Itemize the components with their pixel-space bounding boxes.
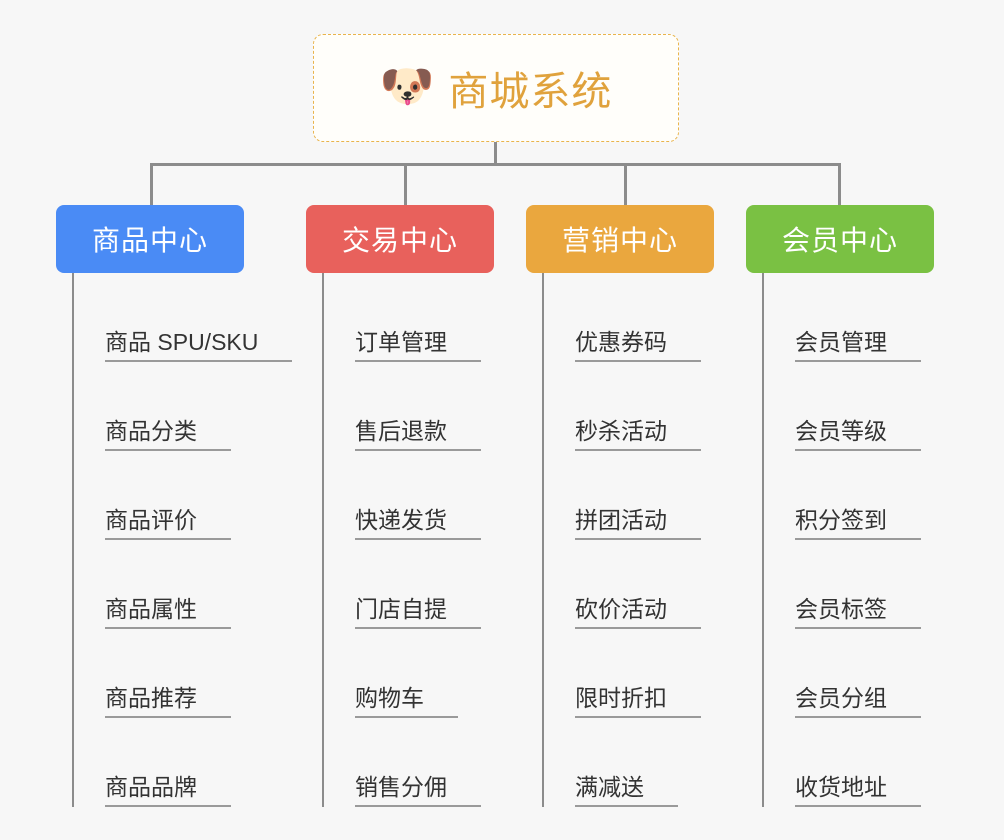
leaf-item[interactable]: 商品推荐 (72, 629, 287, 718)
leaf-item[interactable]: 快递发货 (322, 451, 537, 540)
leaf-item-label: 砍价活动 (575, 596, 701, 629)
category-label: 营销中心 (561, 225, 678, 256)
leaf-item-label: 会员标签 (795, 596, 921, 629)
connector-horizontal-bus (150, 163, 841, 166)
shiba-dog-face-icon: 🐶 (379, 62, 435, 111)
leaf-item[interactable]: 门店自提 (322, 540, 537, 629)
leaf-item[interactable]: 售后退款 (322, 362, 537, 451)
leaf-item-label: 售后退款 (355, 418, 481, 451)
leaf-item-label: 秒杀活动 (575, 418, 701, 451)
connector-drop-marketing-center (624, 163, 627, 205)
leaf-item-label: 优惠券码 (575, 329, 701, 362)
leaf-column-marketing-center: 优惠券码秒杀活动拼团活动砍价活动限时折扣满减送 (542, 273, 757, 807)
leaf-column-product-center: 商品 SPU/SKU 商品分类商品评价商品属性商品推荐商品品牌 (72, 273, 293, 807)
leaf-item[interactable]: 商品评价 (72, 451, 287, 540)
leaf-item-label: 订单管理 (355, 329, 481, 362)
leaf-item[interactable]: 收货地址 (762, 718, 977, 807)
category-box-member-center[interactable]: 会员中心 (746, 205, 934, 273)
connector-drop-product-center (150, 163, 153, 205)
leaf-spine-marketing-center (542, 273, 544, 807)
leaf-item-label: 商品推荐 (105, 685, 231, 718)
leaf-column-trade-center: 订单管理售后退款快递发货门店自提购物车销售分佣 (322, 273, 537, 807)
connector-drop-member-center (838, 163, 841, 205)
leaf-column-member-center: 会员管理会员等级积分签到会员标签会员分组收货地址 (762, 273, 977, 807)
leaf-item-label: 购物车 (355, 685, 458, 718)
category-label: 商品中心 (91, 225, 208, 256)
leaf-item-label: 积分签到 (795, 507, 921, 540)
leaf-item-label: 门店自提 (355, 596, 481, 629)
leaf-spine-member-center (762, 273, 764, 807)
leaf-spine-product-center (72, 273, 74, 807)
leaf-item[interactable]: 会员分组 (762, 629, 977, 718)
leaf-item[interactable]: 销售分佣 (322, 718, 537, 807)
leaf-item-label: 商品分类 (105, 418, 231, 451)
leaf-item[interactable]: 购物车 (322, 629, 537, 718)
leaf-item[interactable]: 优惠券码 (542, 273, 757, 362)
leaf-item[interactable]: 会员标签 (762, 540, 977, 629)
leaf-item-label: 会员管理 (795, 329, 921, 362)
leaf-item-label: 商品 SPU/SKU (105, 329, 293, 362)
leaf-item[interactable]: 商品品牌 (72, 718, 287, 807)
leaf-item[interactable]: 商品分类 (72, 362, 287, 451)
leaf-item-label: 限时折扣 (575, 685, 701, 718)
category-box-marketing-center[interactable]: 营销中心 (526, 205, 714, 273)
leaf-item-label: 满减送 (575, 774, 678, 807)
leaf-item-label: 商品属性 (105, 596, 231, 629)
leaf-item[interactable]: 会员管理 (762, 273, 977, 362)
connector-drop-trade-center (404, 163, 407, 205)
leaf-item-label: 销售分佣 (355, 774, 481, 807)
leaf-item-label: 拼团活动 (575, 507, 701, 540)
leaf-item[interactable]: 商品 SPU/SKU (72, 273, 293, 362)
leaf-item-label: 会员分组 (795, 685, 921, 718)
leaf-item[interactable]: 商品属性 (72, 540, 287, 629)
leaf-item[interactable]: 订单管理 (322, 273, 537, 362)
leaf-spine-trade-center (322, 273, 324, 807)
category-label: 交易中心 (341, 225, 458, 256)
leaf-item-label: 商品评价 (105, 507, 231, 540)
leaf-item[interactable]: 拼团活动 (542, 451, 757, 540)
category-box-trade-center[interactable]: 交易中心 (306, 205, 494, 273)
leaf-item-label: 收货地址 (795, 774, 921, 807)
category-box-product-center[interactable]: 商品中心 (56, 205, 244, 273)
leaf-item[interactable]: 砍价活动 (542, 540, 757, 629)
leaf-item[interactable]: 会员等级 (762, 362, 977, 451)
leaf-item[interactable]: 满减送 (542, 718, 757, 807)
connector-root-stem (494, 142, 497, 164)
leaf-item[interactable]: 限时折扣 (542, 629, 757, 718)
category-label: 会员中心 (781, 225, 898, 256)
leaf-item-label: 会员等级 (795, 418, 921, 451)
leaf-item[interactable]: 秒杀活动 (542, 362, 757, 451)
root-title: 商城系统 (448, 70, 613, 114)
leaf-item-label: 快递发货 (355, 507, 481, 540)
leaf-item-label: 商品品牌 (105, 774, 231, 807)
leaf-item[interactable]: 积分签到 (762, 451, 977, 540)
root-node[interactable]: 🐶 商城系统 (313, 34, 679, 142)
